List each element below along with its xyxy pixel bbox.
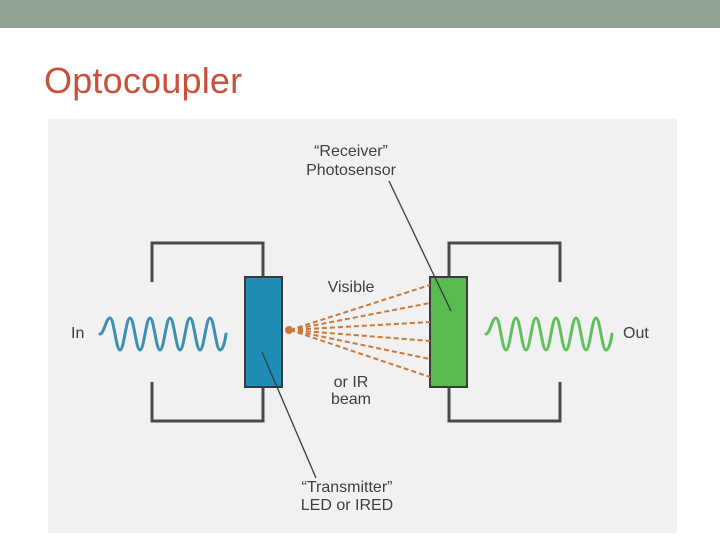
- optocoupler-diagram: “Receiver” Photosensor Visible or IR bea…: [48, 119, 677, 533]
- beam-label-bottom-line1: or IR: [334, 374, 369, 391]
- output-label: Out: [623, 325, 649, 342]
- light-beam: [289, 284, 431, 378]
- transmitter-pointer: [261, 351, 317, 479]
- output-wire-top: [447, 241, 562, 282]
- header-bar: [0, 0, 720, 28]
- receiver-label-line1: “Receiver”: [314, 143, 388, 160]
- transmitter-label-line2: LED or IRED: [301, 497, 393, 514]
- receiver-label-line2: Photosensor: [306, 162, 397, 179]
- input-wire-top: [150, 241, 265, 282]
- input-wire-bottom: [150, 382, 265, 423]
- input-label: In: [71, 325, 84, 342]
- diagram-canvas: “Receiver” Photosensor Visible or IR bea…: [71, 143, 649, 514]
- beam-source-dot: [285, 326, 293, 334]
- beam-label-bottom-line2: beam: [331, 391, 371, 408]
- transmitter-block: [244, 276, 283, 388]
- receiver-block: [429, 276, 468, 388]
- slide-title: Optocoupler: [44, 60, 243, 101]
- output-wire-bottom: [447, 382, 562, 423]
- transmitter-label-line1: “Transmitter”: [302, 479, 393, 496]
- receiver-pointer: [388, 180, 452, 312]
- input-signal-wave: [98, 316, 228, 352]
- output-signal-wave: [484, 316, 614, 352]
- beam-label-top: Visible: [328, 279, 375, 296]
